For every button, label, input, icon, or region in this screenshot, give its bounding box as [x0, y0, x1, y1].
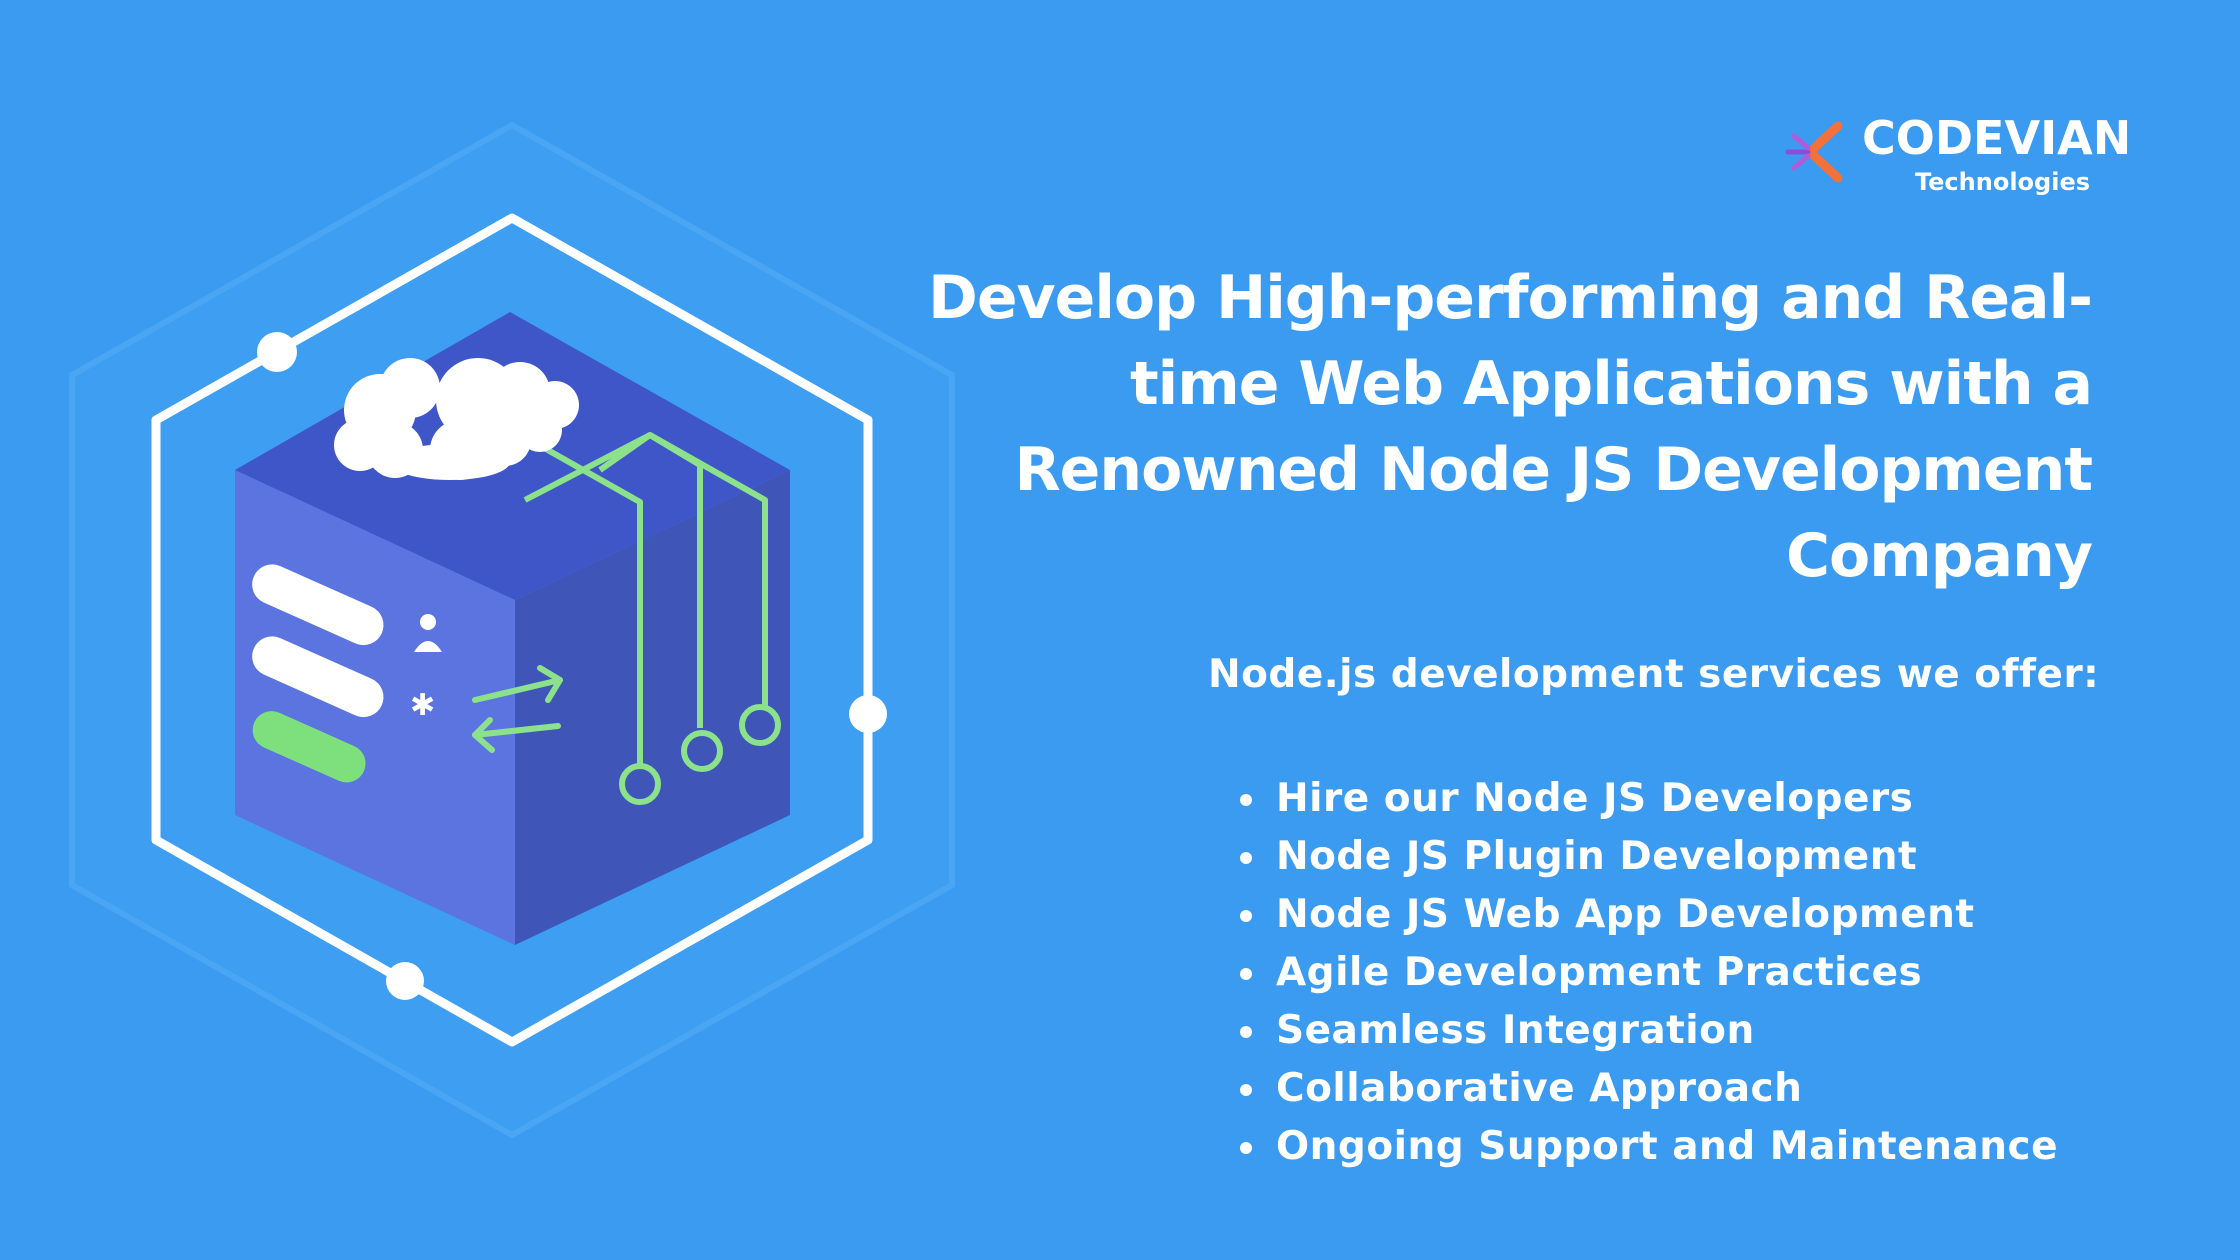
services-heading: Node.js development services we offer:: [1208, 652, 2100, 697]
list-item: Node JS Plugin Development: [1232, 828, 2058, 886]
list-item: Seamless Integration: [1232, 1002, 2058, 1060]
headline-line: Renowned Node JS Development: [1014, 435, 2093, 505]
codevian-logo-mark-icon: [1785, 121, 1843, 183]
headline-line: Company: [1785, 521, 2093, 591]
logo-subtitle: Technologies: [1914, 168, 2090, 196]
list-item: Collaborative Approach: [1232, 1060, 2058, 1118]
list-item: Node JS Web App Development: [1232, 886, 2058, 944]
list-item: Ongoing Support and Maintenance: [1232, 1118, 2058, 1176]
inner-hexagon: [151, 213, 873, 1047]
hex-node-bottom: [386, 962, 424, 1000]
form-bars: [252, 564, 384, 783]
headline-line: time Web Applications with a: [1130, 349, 2093, 419]
page-title: Develop High-performing and Real- time W…: [882, 255, 2093, 599]
circuit-lines-icon: [523, 432, 781, 805]
hex-node-right: [849, 695, 887, 733]
services-list: Hire our Node JS Developers Node JS Plug…: [1232, 770, 2058, 1176]
logo-name: CODEVIAN: [1862, 111, 2132, 165]
asterisk-icon: ✱: [410, 688, 435, 723]
list-item: Hire our Node JS Developers: [1232, 770, 2058, 828]
swap-arrows-icon: [472, 665, 563, 753]
cloud-icon: [334, 358, 579, 480]
user-icon: [414, 614, 442, 652]
headline-line: Develop High-performing and Real-: [928, 263, 2093, 333]
list-item: Agile Development Practices: [1232, 944, 2058, 1002]
codevian-logo: CODEVIAN Technologies: [1780, 110, 2131, 200]
hex-node-top-left: [257, 332, 297, 372]
server-cube-illustration: ✱: [69, 121, 955, 1139]
